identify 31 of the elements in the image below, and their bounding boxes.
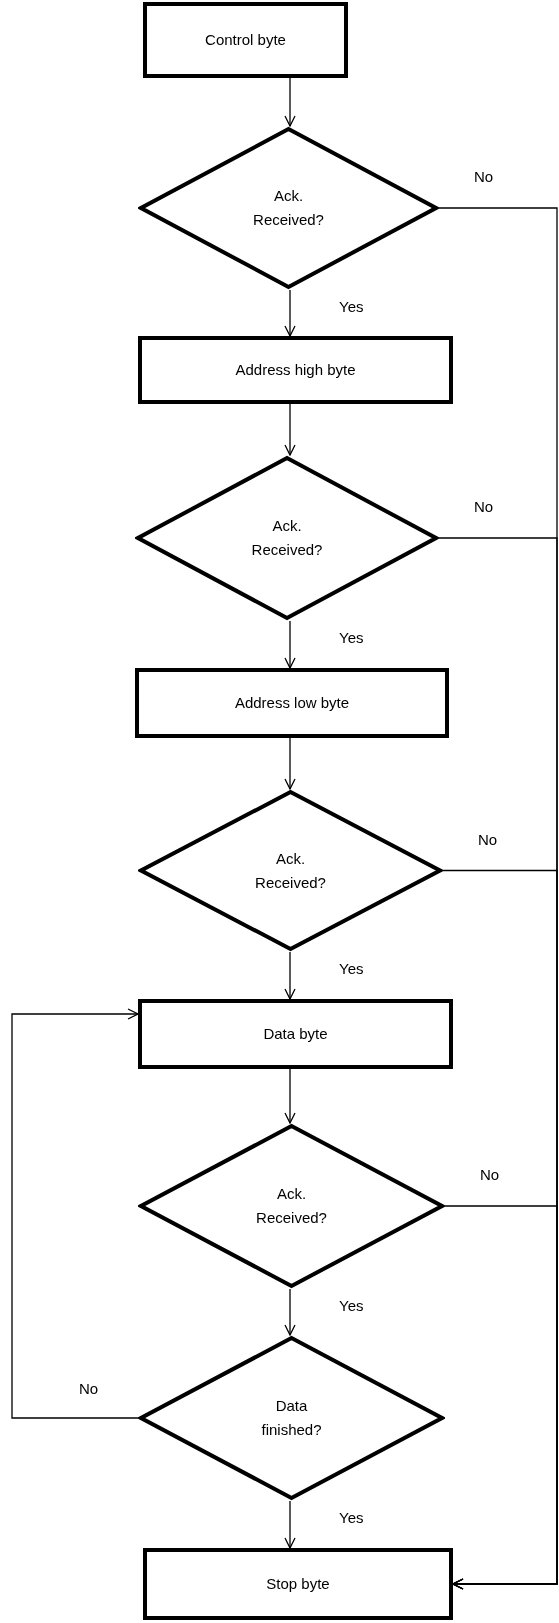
arrow: [284, 737, 296, 790]
arrow: [284, 1068, 296, 1124]
decision-diamond: [135, 455, 439, 621]
decision-diamond: [138, 1335, 445, 1501]
node-text: Address high byte: [235, 360, 356, 380]
arrow: [284, 403, 296, 456]
decision-diamond: [138, 789, 443, 952]
node-text: Data byte: [263, 1024, 328, 1044]
node-text: Ack. Received?: [252, 186, 325, 230]
node-text: Control byte: [205, 30, 286, 50]
arrow: [284, 951, 296, 1000]
arrow: [444, 1205, 558, 1590]
arrow: [284, 1500, 296, 1549]
arrow: [284, 77, 296, 127]
process-box: [143, 2, 348, 78]
arrow: [284, 1288, 296, 1336]
arrow: [284, 620, 296, 669]
process-box: [135, 668, 449, 738]
node-text: Address low byte: [234, 693, 350, 713]
arrow: [284, 289, 296, 337]
node-text: Ack. Received?: [255, 1184, 328, 1228]
node-text: Stop byte: [266, 1574, 330, 1594]
arrow: [11, 1008, 139, 1419]
node-text: Data finished?: [260, 1396, 323, 1440]
process-box: [138, 999, 453, 1069]
decision-diamond: [138, 126, 439, 290]
process-box: [138, 336, 453, 404]
process-box: [143, 1548, 453, 1620]
node-text: Ack. Received?: [254, 848, 327, 893]
node-text: Ack. Received?: [250, 516, 324, 560]
decision-diamond: [138, 1123, 445, 1289]
